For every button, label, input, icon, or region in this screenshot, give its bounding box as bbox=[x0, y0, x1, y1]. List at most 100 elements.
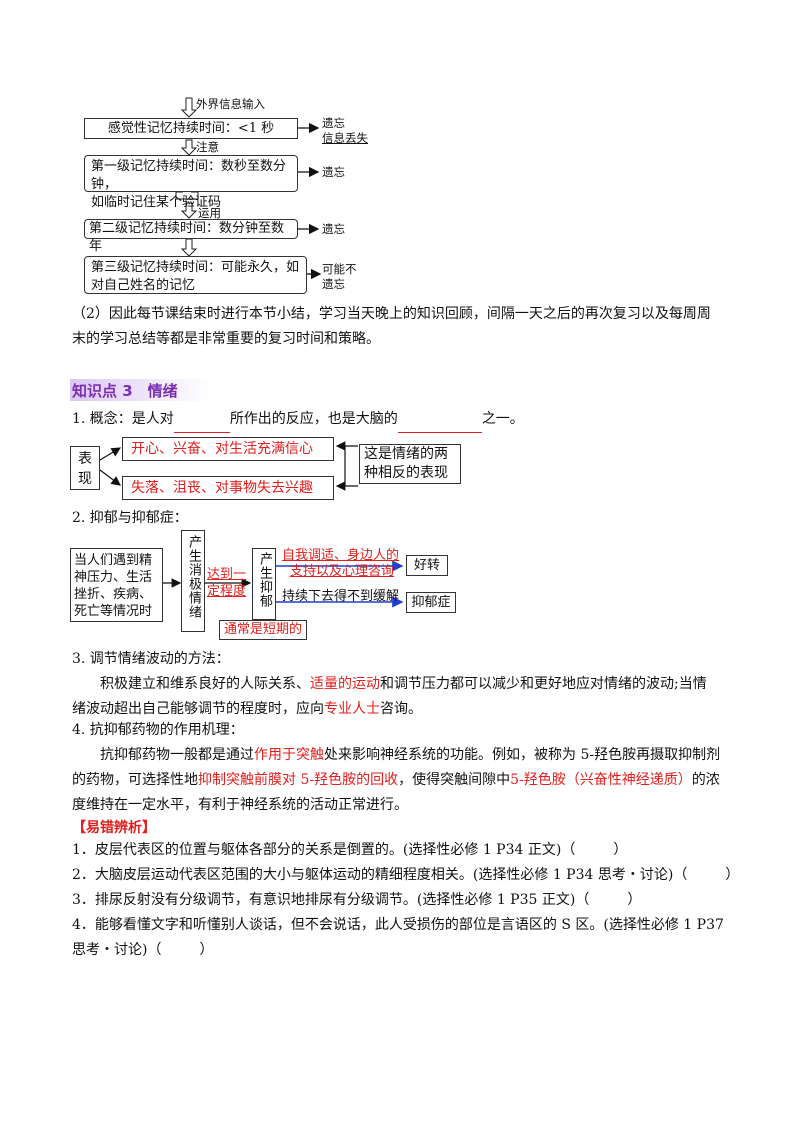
positive-expression-box: 开心、兴奋、对生活充满信心 bbox=[122, 437, 334, 461]
attention-label: 注意 bbox=[196, 140, 219, 154]
error-close-1: ） bbox=[613, 842, 628, 858]
concept-blank-2[interactable] bbox=[397, 407, 482, 433]
expression-note-2: 种相反的表现 bbox=[364, 465, 448, 481]
regulate-text-d: 咨询。 bbox=[380, 701, 422, 717]
drug-text-c: 的药物，可选择性地 bbox=[72, 772, 198, 788]
concept-mid: 所作出的反应，也是大脑的 bbox=[229, 411, 398, 427]
third-memory-line1: 第三级记忆持续时间：可能永久，如 bbox=[91, 260, 300, 275]
depression-title: 2. 抑郁与抑郁症： bbox=[72, 510, 188, 526]
first-memory-box: 第一级记忆持续时间：数秒至数分钟， 如临时记住某个验证码 bbox=[84, 155, 298, 210]
error-close-3: ） bbox=[627, 892, 642, 908]
drug-serotonin: 5-羟色胺（兴奋性神经递质） bbox=[510, 772, 692, 788]
first-out: 遗忘 bbox=[322, 165, 345, 179]
improve-text: 好转 bbox=[413, 558, 440, 573]
error-item-1: 1．皮层代表区的位置与躯体各部分的关系是倒置的。(选择性必修 1 P34 正文)… bbox=[72, 838, 742, 863]
cause-line1: 当人们遇到精 bbox=[74, 553, 153, 568]
expression-label: 表现 bbox=[78, 451, 92, 487]
drug-text-b: 处来影响神经系统的功能。例如，被称为 5-羟色胺再摄取抑制剂 bbox=[324, 747, 721, 763]
input-label: 外界信息输入 bbox=[196, 97, 265, 111]
drug-line2: 的药物，可选择性地抑制突触前膜对 5-羟色胺的回收，使得突触间隙中5-羟色胺（兴… bbox=[72, 768, 732, 793]
third-out-1: 可能不 bbox=[322, 262, 357, 276]
error-close-4: ） bbox=[199, 942, 214, 958]
third-memory-box: 第三级记忆持续时间：可能永久，如 对自己姓名的记忆 bbox=[84, 256, 307, 294]
drug-text-a: 抗抑郁药物一般都是通过 bbox=[100, 747, 254, 763]
sensory-memory-text: 感觉性记忆持续时间：<1 秒 bbox=[107, 121, 275, 136]
negative-expression-box: 失落、沮丧、对事物失去兴趣 bbox=[122, 476, 334, 500]
cause-line3: 挫折、疾病、 bbox=[74, 587, 153, 602]
persist-label: 持续下去得不到缓解 bbox=[282, 589, 400, 604]
error-item-4-cont: 思考・讨论)（ ） bbox=[72, 938, 742, 963]
cause-line2: 神压力、生活 bbox=[74, 570, 153, 585]
error-text-4b: 思考・讨论)（ bbox=[72, 942, 162, 958]
second-memory-text: 第二级记忆持续时间：数分钟至数年 bbox=[89, 221, 285, 254]
error-text-3: 3．排尿反射没有分级调节，有意识地排尿有分级调节。(选择性必修 1 P35 正文… bbox=[72, 892, 590, 908]
second-memory-box: 第二级记忆持续时间：数分钟至数年 bbox=[84, 219, 298, 254]
summary-line2: 末的学习总结等都是非常重要的复习时间和策略。 bbox=[72, 331, 380, 347]
regulate-exercise: 适量的运动 bbox=[310, 676, 380, 692]
expression-note-box: 这是情绪的两 种相反的表现 bbox=[359, 444, 461, 484]
second-out: 遗忘 bbox=[322, 222, 345, 236]
produce-depression-text: 产生抑郁 bbox=[257, 552, 272, 608]
error-item-4: 4．能够看懂文字和听懂别人谈话，但不会说话，此人受损伤的部位是言语区的 S 区。… bbox=[72, 917, 724, 933]
expression-note-1: 这是情绪的两 bbox=[364, 446, 448, 462]
cause-box: 当人们遇到精 神压力、生活 挫折、疾病、 死亡等情况时 bbox=[70, 548, 163, 622]
section3-heading: 知识点 3 情绪 bbox=[72, 382, 178, 400]
heading-highlight bbox=[70, 379, 210, 401]
concept-suffix: 之一。 bbox=[481, 411, 524, 427]
drug-text-e: 的浓 bbox=[691, 772, 720, 788]
disorder-box: 抑郁症 bbox=[406, 592, 456, 613]
usually-short-text: 通常是短期的 bbox=[223, 622, 302, 637]
error-close-2: ） bbox=[725, 867, 740, 883]
self-adjust-2: 支持以及心理咨询 bbox=[290, 564, 395, 579]
third-out-2: 遗忘 bbox=[322, 277, 345, 291]
summary-line1: （2）因此每节课结束时进行本节小结，学习当天晚上的知识回顾，间隔一天之后的再次复… bbox=[72, 306, 711, 322]
regulate-professional: 专业人士 bbox=[324, 701, 380, 717]
concept-prefix: 1. 概念：是人对 bbox=[72, 411, 174, 427]
drug-text-d: ，使得突触间隙中 bbox=[398, 772, 511, 788]
errors-title: 【易错辨析】 bbox=[72, 820, 156, 836]
regulate-line1: 积极建立和维系良好的人际关系、适量的运动和调节压力都可以减少和更好地应对情绪的波… bbox=[72, 672, 732, 697]
sensory-out-2: 信息丢失 bbox=[322, 131, 368, 145]
regulate-title: 3. 调节情绪波动的方法： bbox=[72, 651, 230, 667]
reach-degree-2: 定程度 bbox=[207, 584, 247, 599]
error-text-2: 2．大脑皮层运动代表区范围的大小与躯体运动的精细程度相关。(选择性必修 1 P3… bbox=[72, 867, 688, 883]
improve-box: 好转 bbox=[406, 555, 448, 576]
error-item-2: 2．大脑皮层运动代表区范围的大小与躯体运动的精细程度相关。(选择性必修 1 P3… bbox=[72, 863, 742, 888]
self-adjust-label: 自我调适、身边人的 支持以及心理咨询 bbox=[282, 548, 399, 580]
expression-diagram-lines bbox=[99, 441, 358, 491]
drug-line1: 抗抑郁药物一般都是通过作用于突触处来影响神经系统的功能。例如，被称为 5-羟色胺… bbox=[72, 743, 732, 768]
concept-blank-1[interactable] bbox=[173, 407, 230, 433]
first-memory-line1: 第一级记忆持续时间：数秒至数分钟， bbox=[91, 159, 287, 192]
first-memory-line2: 如临时记住某个验证码 bbox=[91, 195, 222, 210]
use-label: 运用 bbox=[198, 206, 221, 220]
concept-line: 1. 概念：是人对 所作出的反应，也是大脑的 之一。 bbox=[72, 407, 732, 433]
reach-degree-1: 达到一 bbox=[207, 567, 247, 582]
negative-emotion-text: 产生消极情绪 bbox=[186, 535, 201, 619]
depression-diagram-lines bbox=[163, 560, 404, 608]
cause-line4: 死亡等情况时 bbox=[74, 604, 153, 619]
sensory-memory-box: 感觉性记忆持续时间：<1 秒 bbox=[84, 118, 298, 139]
reach-degree-label: 达到一 定程度 bbox=[207, 566, 246, 600]
drug-line3: 度维持在一定水平，有利于神经系统的活动正常进行。 bbox=[72, 797, 408, 813]
regulate-line2: 绪波动超出自己能够调节的程度时，应向专业人士咨询。 bbox=[72, 697, 732, 722]
drug-synapse: 作用于突触 bbox=[254, 747, 324, 763]
expression-label-box: 表现 bbox=[70, 446, 100, 490]
memory-flow-diagram bbox=[175, 97, 322, 280]
summary-paragraph: （2）因此每节课结束时进行本节小结，学习当天晚上的知识回顾，间隔一天之后的再次复… bbox=[72, 302, 732, 352]
negative-expression: 失落、沮丧、对事物失去兴趣 bbox=[131, 480, 313, 496]
negative-emotion-box: 产生消极情绪 bbox=[181, 530, 205, 632]
self-adjust-1: 自我调适、身边人的 bbox=[282, 548, 400, 563]
sensory-out-1: 遗忘 bbox=[322, 116, 345, 130]
drug-inhibit: 抑制突触前膜对 5-羟色胺的回收 bbox=[198, 772, 399, 788]
error-text-1: 1．皮层代表区的位置与躯体各部分的关系是倒置的。(选择性必修 1 P34 正文)… bbox=[72, 842, 576, 858]
errors-list: 1．皮层代表区的位置与躯体各部分的关系是倒置的。(选择性必修 1 P34 正文)… bbox=[72, 838, 742, 963]
disorder-text: 抑郁症 bbox=[411, 595, 451, 610]
drug-title: 4. 抗抑郁药物的作用机理： bbox=[72, 722, 244, 738]
regulate-section: 3. 调节情绪波动的方法： 积极建立和维系良好的人际关系、适量的运动和调节压力都… bbox=[72, 647, 732, 722]
positive-expression: 开心、兴奋、对生活充满信心 bbox=[131, 441, 313, 457]
third-memory-line2: 对自己姓名的记忆 bbox=[91, 278, 196, 293]
regulate-text-a: 积极建立和维系良好的人际关系、 bbox=[100, 676, 310, 692]
drug-section: 4. 抗抑郁药物的作用机理： 抗抑郁药物一般都是通过作用于突触处来影响神经系统的… bbox=[72, 718, 732, 818]
produce-depression-box: 产生抑郁 bbox=[252, 548, 276, 620]
regulate-text-c: 绪波动超出自己能够调节的程度时，应向 bbox=[72, 701, 324, 717]
